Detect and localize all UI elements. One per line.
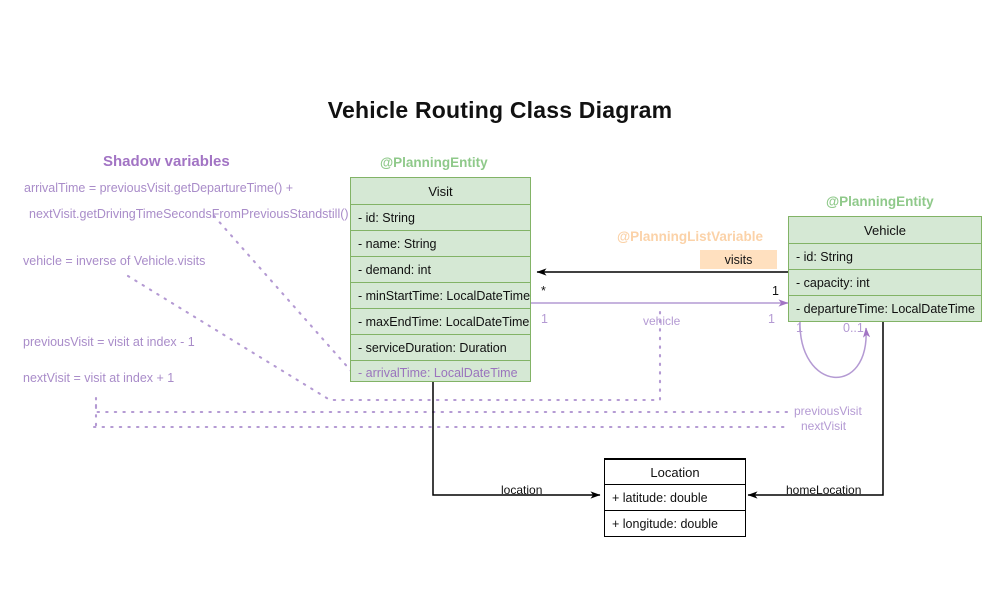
class-box-visit[interactable]: Visit - id: String - name: String - dema… <box>350 177 531 382</box>
edge-home-location <box>747 322 884 499</box>
visit-field-name: - name: String <box>351 230 530 256</box>
visit-field-arrivaltime: - arrivalTime: LocalDateTime <box>351 360 530 385</box>
selfloop-multiplicity-source: 1 <box>796 321 803 335</box>
vehicle-field-id: - id: String <box>789 243 981 269</box>
visits-multiplicity-one: 1 <box>772 284 779 298</box>
visits-multiplicity-star: * <box>541 284 546 298</box>
shadow-variable-previousvisit: previousVisit = visit at index - 1 <box>23 335 195 349</box>
class-box-location[interactable]: Location + latitude: double + longitude:… <box>604 458 746 537</box>
visits-badge[interactable]: visits <box>700 250 777 269</box>
shadow-variable-nextvisit: nextVisit = visit at index + 1 <box>23 371 175 385</box>
shadow-variable-arrivaltime-line1: arrivalTime = previousVisit.getDeparture… <box>24 181 294 195</box>
vehicle-multiplicity-source: 1 <box>541 312 548 326</box>
edge-location <box>432 382 601 499</box>
visit-field-serviceduration: - serviceDuration: Duration <box>351 334 530 360</box>
location-class-name: Location <box>605 459 745 484</box>
page-title: Vehicle Routing Class Diagram <box>327 97 673 123</box>
visit-field-id: - id: String <box>351 204 530 230</box>
selfloop-multiplicity-target: 0..1 <box>843 321 864 335</box>
vehicle-relation-label: vehicle <box>643 314 681 328</box>
shadow-variables-heading: Shadow variables <box>103 153 230 170</box>
visit-field-maxendtime: - maxEndTime: LocalDateTime <box>351 308 530 334</box>
homelocation-relation-label: homeLocation <box>786 483 862 497</box>
shadow-connectors <box>92 214 790 430</box>
vehicle-field-departuretime: - departureTime: LocalDateTime <box>789 295 981 321</box>
vehicle-field-capacity: - capacity: int <box>789 269 981 295</box>
shadow-variable-vehicle: vehicle = inverse of Vehicle.visits <box>23 254 206 268</box>
class-box-vehicle[interactable]: Vehicle - id: String - capacity: int - d… <box>788 216 982 322</box>
location-field-longitude: + longitude: double <box>605 510 745 536</box>
edge-vehicle-self-loop <box>799 319 871 379</box>
visit-field-minstarttime: - minStartTime: LocalDateTime <box>351 282 530 308</box>
shadow-variable-arrivaltime-line2: nextVisit.getDrivingTimeSecondsFromPrevi… <box>29 207 349 221</box>
visit-stereotype: @PlanningEntity <box>380 155 488 170</box>
vehicle-stereotype: @PlanningEntity <box>826 194 934 209</box>
visit-field-demand: - demand: int <box>351 256 530 282</box>
location-relation-label: location <box>501 483 543 497</box>
visit-class-name: Visit <box>428 183 453 199</box>
vehicle-multiplicity-target: 1 <box>768 312 775 326</box>
planning-list-variable-stereotype: @PlanningListVariable <box>617 229 763 244</box>
vehicle-class-name: Vehicle <box>864 222 906 238</box>
previousvisit-relation-label: previousVisit <box>794 404 862 418</box>
nextvisit-relation-label: nextVisit <box>801 419 847 433</box>
location-field-latitude: + latitude: double <box>605 484 745 510</box>
